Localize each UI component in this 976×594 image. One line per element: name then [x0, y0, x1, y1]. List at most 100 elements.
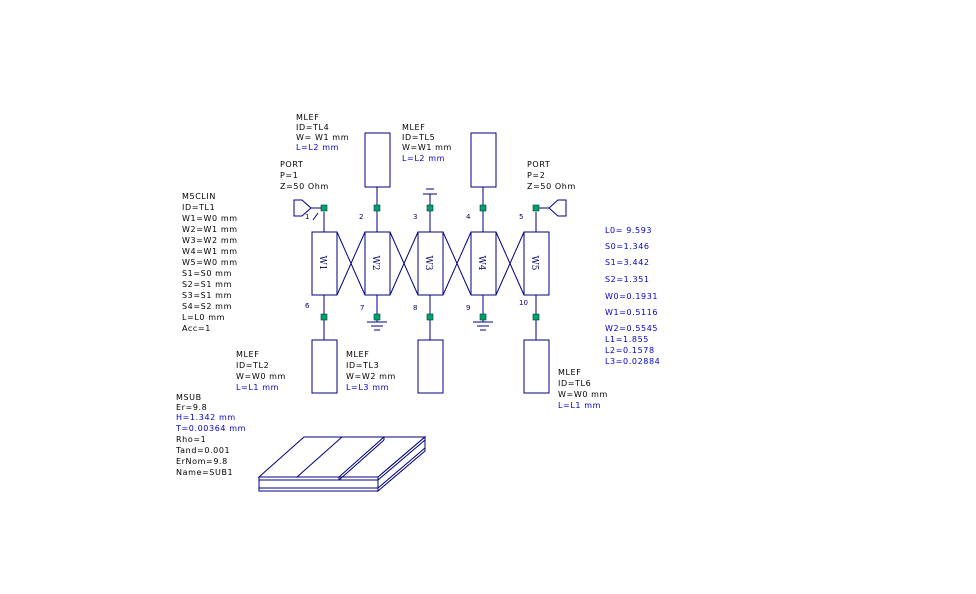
svg-text:P=2: P=2	[527, 171, 545, 180]
stub-tl4[interactable]	[364, 132, 391, 188]
label-tl1: M5CLIN ID=TL1 W1=W0 mm W2=W1 mm W3=W2 mm…	[182, 192, 238, 333]
substrate-illustration[interactable]	[257, 435, 427, 493]
pin-1-tick	[312, 212, 319, 221]
node-pin-1[interactable]	[320, 204, 328, 212]
svg-text:L2=0.1578: L2=0.1578	[605, 346, 655, 355]
pin-number-9: 9	[466, 304, 470, 312]
svg-text:ID=TL6: ID=TL6	[558, 379, 591, 388]
pin-number-2: 2	[359, 213, 363, 221]
label-port-1: PORT P=1 Z=50 Ohm	[280, 160, 329, 191]
svg-text:W=W0 mm: W=W0 mm	[558, 390, 608, 399]
svg-text:ID=TL5: ID=TL5	[402, 133, 435, 142]
pin-number-7: 7	[360, 304, 364, 312]
label-tl6: MLEF ID=TL6 W=W0 mm L=L1 mm	[558, 368, 608, 410]
pin-number-5: 5	[519, 213, 523, 221]
coupling-crosses	[336, 231, 525, 296]
svg-text:MLEF: MLEF	[346, 350, 369, 359]
strip-label-w4: W4	[476, 256, 486, 271]
label-msub: MSUB Er=9.8 H=1.342 mm T=0.00364 mm Rho=…	[175, 393, 246, 477]
svg-text:Z=50 Ohm: Z=50 Ohm	[280, 182, 329, 191]
pin-number-4: 4	[466, 213, 471, 221]
stub-tl3[interactable]	[417, 339, 444, 394]
svg-text:S1=S0 mm: S1=S0 mm	[182, 269, 232, 278]
node-pin-6[interactable]	[320, 313, 328, 321]
stub-tl2[interactable]	[311, 339, 338, 394]
svg-text:L=L1 mm: L=L1 mm	[236, 383, 279, 392]
svg-text:P=1: P=1	[280, 171, 298, 180]
node-pin-4[interactable]	[479, 204, 487, 212]
stub-tl6[interactable]	[523, 339, 550, 394]
coupled-line-strip-1	[311, 231, 338, 296]
svg-text:ID=TL4: ID=TL4	[296, 123, 329, 132]
node-pin-10[interactable]	[532, 313, 540, 321]
svg-text:W2=W1 mm: W2=W1 mm	[182, 225, 238, 234]
svg-text:MSUB: MSUB	[176, 393, 202, 402]
svg-text:L=L1 mm: L=L1 mm	[558, 401, 601, 410]
pin-number-10: 10	[519, 299, 528, 307]
svg-text:W=W2 mm: W=W2 mm	[346, 372, 396, 381]
svg-text:MLEF: MLEF	[402, 123, 425, 132]
stub-tl5[interactable]	[470, 132, 497, 188]
svg-text:Name=SUB1: Name=SUB1	[176, 468, 233, 477]
svg-text:Er=9.8: Er=9.8	[176, 403, 207, 412]
svg-text:M5CLIN: M5CLIN	[182, 192, 216, 201]
svg-text:L=L2 mm: L=L2 mm	[296, 143, 339, 152]
svg-text:Tand=0.001: Tand=0.001	[175, 446, 230, 455]
label-tl3: MLEF ID=TL3 W=W2 mm L=L3 mm	[346, 350, 396, 392]
svg-text:PORT: PORT	[527, 160, 550, 169]
node-pin-5[interactable]	[532, 204, 540, 212]
svg-text:W=W0 mm: W=W0 mm	[236, 372, 286, 381]
svg-text:L=L0 mm: L=L0 mm	[182, 313, 225, 322]
ground-symbol-pin-9	[473, 321, 493, 331]
svg-text:L1=1.855: L1=1.855	[605, 335, 649, 344]
svg-text:W1=W0 mm: W1=W0 mm	[182, 214, 238, 223]
strip-label-w3: W3	[423, 256, 433, 271]
svg-text:W= W1 mm: W= W1 mm	[296, 133, 349, 142]
coupled-line-strip-2	[364, 231, 391, 296]
svg-text:ErNom=9.8: ErNom=9.8	[176, 457, 228, 466]
strip-label-w5: W5	[529, 256, 539, 271]
node-pin-9[interactable]	[479, 313, 487, 321]
svg-text:S2=S1 mm: S2=S1 mm	[182, 280, 232, 289]
svg-text:PORT: PORT	[280, 160, 303, 169]
svg-text:L0= 9.593: L0= 9.593	[605, 226, 652, 235]
node-pin-2[interactable]	[373, 204, 381, 212]
variable-list: L0= 9.593 S0=1.346 S1=3.442 S2=1.351 W0=…	[605, 226, 660, 366]
svg-text:S4=S2 mm: S4=S2 mm	[182, 302, 232, 311]
label-port-2: PORT P=2 Z=50 Ohm	[527, 160, 575, 191]
strip-label-w2: W2	[370, 256, 380, 271]
label-tl4: MLEF ID=TL4 W= W1 mm L=L2 mm	[296, 113, 349, 152]
pin-number-1: 1	[305, 213, 309, 221]
svg-text:Acc=1: Acc=1	[182, 324, 211, 333]
node-pin-3[interactable]	[426, 204, 434, 212]
svg-text:MLEF: MLEF	[296, 113, 319, 122]
svg-text:ID=TL2: ID=TL2	[236, 361, 269, 370]
label-tl2: MLEF ID=TL2 W=W0 mm L=L1 mm	[236, 350, 286, 392]
svg-text:L3=0.02884: L3=0.02884	[605, 357, 660, 366]
svg-text:W=W1 mm: W=W1 mm	[402, 143, 452, 152]
label-tl5: MLEF ID=TL5 W=W1 mm L=L2 mm	[402, 123, 452, 163]
pin-number-6: 6	[305, 302, 310, 310]
coupled-line-tl1[interactable]: W1 W2 W3 W4 W5	[311, 231, 550, 296]
svg-text:W1=0.5116: W1=0.5116	[605, 308, 658, 317]
svg-text:L=L3 mm: L=L3 mm	[346, 383, 389, 392]
svg-text:ID=TL3: ID=TL3	[346, 361, 379, 370]
node-pin-7[interactable]	[373, 313, 381, 321]
svg-text:H=1.342 mm: H=1.342 mm	[176, 413, 236, 422]
ground-symbol-pin-7	[367, 321, 387, 331]
svg-text:T=0.00364 mm: T=0.00364 mm	[175, 424, 246, 433]
svg-text:W4=W1 mm: W4=W1 mm	[182, 247, 238, 256]
svg-text:W5=W0 mm: W5=W0 mm	[182, 258, 238, 267]
node-pin-8[interactable]	[426, 313, 434, 321]
svg-text:W3=W2 mm: W3=W2 mm	[182, 236, 238, 245]
port-1-symbol[interactable]	[293, 199, 321, 217]
pin-number-8: 8	[413, 304, 417, 312]
svg-text:ID=TL1: ID=TL1	[182, 203, 215, 212]
svg-text:W0=0.1931: W0=0.1931	[605, 292, 658, 301]
port-2-symbol[interactable]	[539, 199, 567, 217]
svg-text:S0=1.346: S0=1.346	[605, 242, 650, 251]
svg-text:W2=0.5545: W2=0.5545	[605, 324, 658, 333]
svg-text:Rho=1: Rho=1	[176, 435, 206, 444]
svg-text:S2=1.351: S2=1.351	[605, 275, 650, 284]
